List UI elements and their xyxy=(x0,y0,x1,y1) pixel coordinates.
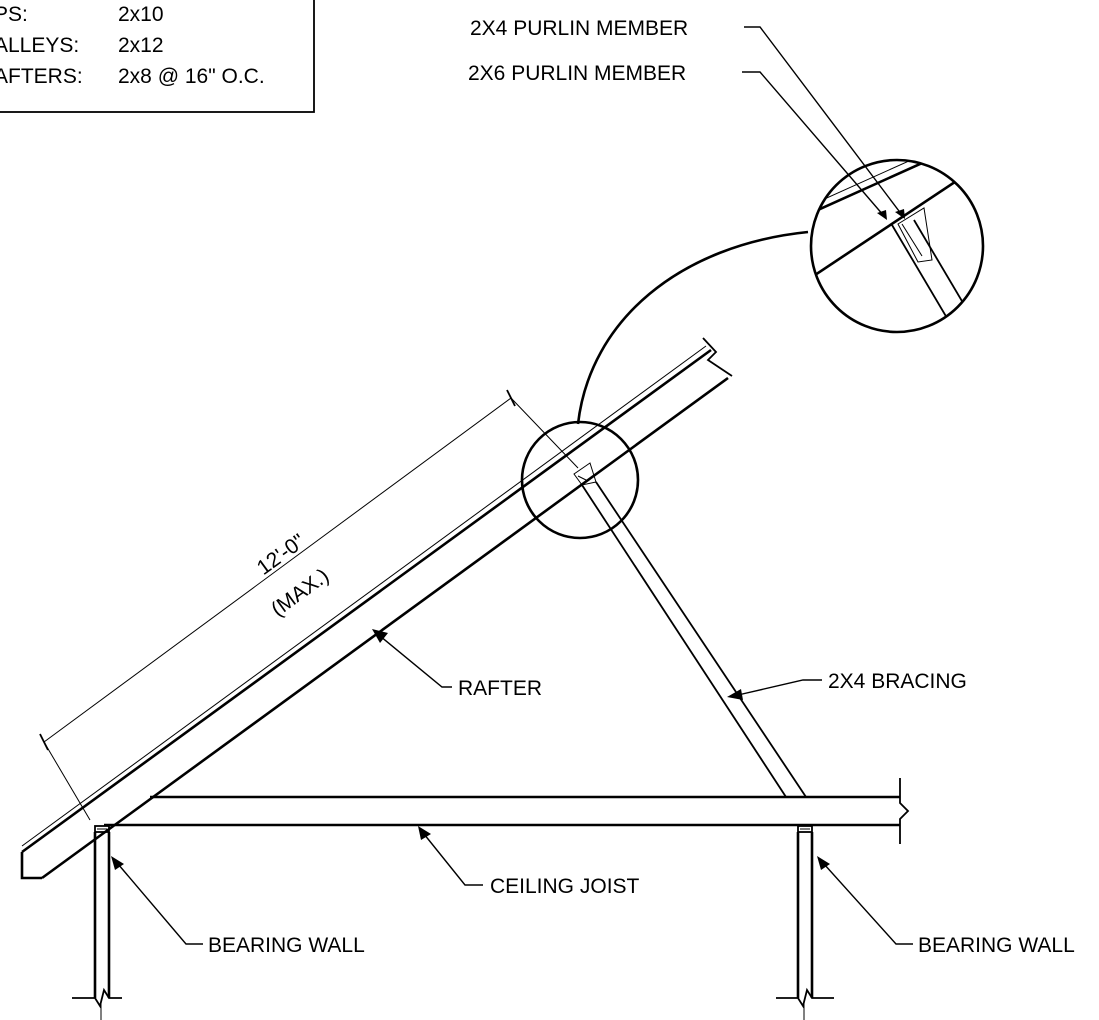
schedule-box xyxy=(0,0,315,113)
rafter-dimension: 12'-0" (MAX.) xyxy=(39,389,579,821)
callout-rafter: RAFTER xyxy=(458,677,542,700)
bearing-wall-right xyxy=(776,825,834,1020)
schedule-label-valleys: ALLEYS: xyxy=(0,34,79,57)
leader-bearing-wall-right xyxy=(817,856,913,945)
ceiling-joist xyxy=(104,778,910,844)
dimension-note: (MAX.) xyxy=(267,564,333,621)
schedule-value-hips: 2x10 xyxy=(118,3,164,26)
purlin-small xyxy=(573,462,597,486)
detail-connector-arc xyxy=(576,230,809,425)
schedule-label-rafters: AFTERS: xyxy=(0,65,83,88)
bracing-2x4 xyxy=(581,481,807,798)
callout-bearing-wall-left: BEARING WALL xyxy=(208,934,365,957)
leader-rafter xyxy=(372,629,452,688)
callout-bearing-wall-right: BEARING WALL xyxy=(918,934,1075,957)
schedule-value-rafters: 2x8 @ 16" O.C. xyxy=(118,65,265,88)
leader-purlin-2x6 xyxy=(742,71,887,220)
callout-purlin-2x6: 2X6 PURLIN MEMBER xyxy=(468,62,686,85)
bearing-wall-left xyxy=(72,825,122,1020)
schedule-value-valleys: 2x12 xyxy=(118,34,164,57)
callout-ceiling-joist: CEILING JOIST xyxy=(490,875,640,898)
dimension-length: 12'-0" xyxy=(253,530,310,580)
rafter xyxy=(20,337,733,880)
detail-circle-small xyxy=(520,420,640,540)
member-schedule: PS: 2x10 ALLEYS: 2x12 AFTERS: 2x8 @ 16" … xyxy=(0,0,315,113)
schedule-label-hips: PS: xyxy=(0,3,28,26)
leader-ceiling-joist xyxy=(418,826,483,886)
callout-purlin-2x4: 2X4 PURLIN MEMBER xyxy=(470,17,688,40)
callout-bracing: 2X4 BRACING xyxy=(828,670,967,693)
leader-bearing-wall-left xyxy=(111,856,203,945)
leader-purlin-2x4 xyxy=(744,26,905,219)
leader-bracing xyxy=(727,679,822,700)
